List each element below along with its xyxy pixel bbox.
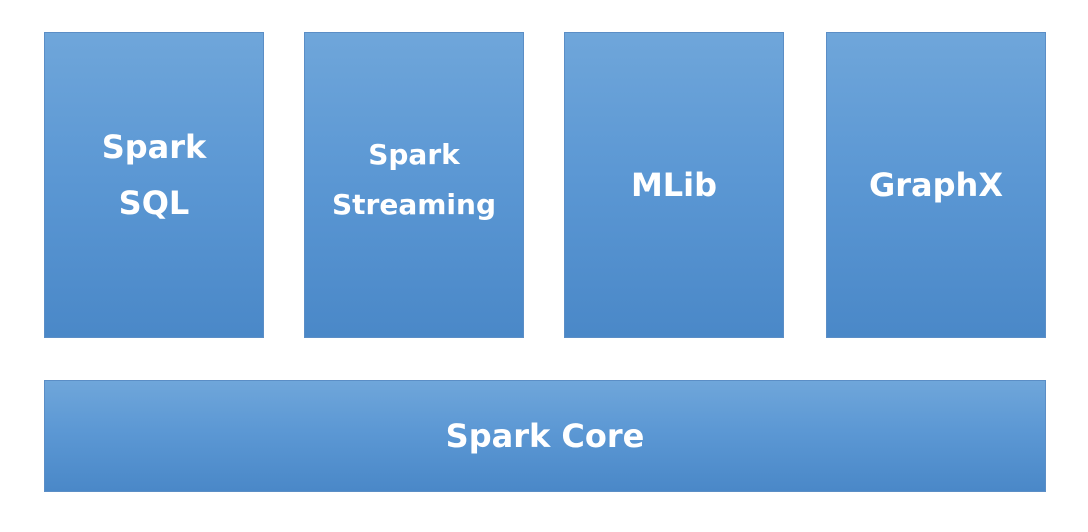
mlib-block: MLib (564, 32, 784, 338)
graphx-block: GraphX (826, 32, 1046, 338)
spark-sql-block: Spark SQL (44, 32, 264, 338)
spark-streaming-block: Spark Streaming (304, 32, 524, 338)
spark-core-label: Spark Core (445, 417, 645, 455)
graphx-label: GraphX (869, 166, 1003, 204)
spark-sql-label: Spark SQL (101, 128, 207, 222)
spark-core-block: Spark Core (44, 380, 1046, 492)
mlib-label: MLib (630, 166, 718, 204)
spark-streaming-label: Spark Streaming (332, 138, 496, 221)
